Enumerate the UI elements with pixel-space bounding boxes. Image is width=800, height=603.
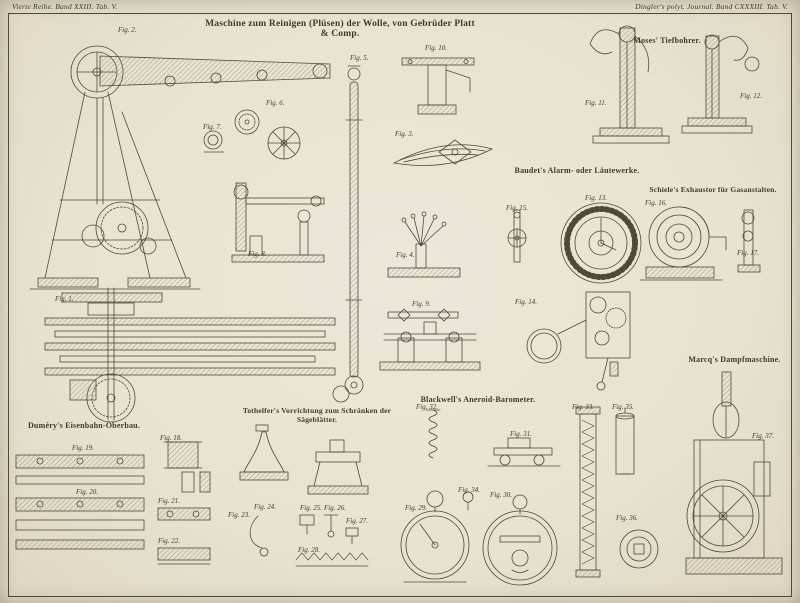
fig-13-drawing bbox=[560, 202, 642, 284]
fig-27-drawing bbox=[345, 527, 359, 545]
fig-1-drawing bbox=[44, 287, 336, 423]
fig-28-drawing bbox=[295, 552, 369, 567]
fig-3-drawing bbox=[392, 139, 494, 166]
fig-9-drawing bbox=[379, 308, 481, 371]
fig-12-label: Fig. 12. bbox=[740, 92, 762, 100]
fig-16-drawing bbox=[639, 206, 727, 281]
fig-25-drawing bbox=[299, 514, 315, 535]
fig-30-drawing bbox=[482, 494, 558, 586]
fig-5-label: Fig. 5. bbox=[350, 54, 369, 62]
section-title-blackwell: Blackwell's Aneroid-Barometer. bbox=[420, 395, 536, 404]
fig-23-label: Fig. 23. bbox=[228, 511, 250, 519]
fig-15-drawing bbox=[507, 209, 527, 263]
fig-17-label: Fig. 17. bbox=[737, 249, 759, 257]
fig-36-drawing bbox=[619, 529, 659, 569]
fig-9-label: Fig. 9. bbox=[412, 300, 431, 308]
fig-24-label: Fig. 24. bbox=[254, 503, 276, 511]
fig-17-drawing bbox=[737, 209, 761, 273]
fig-10-drawing bbox=[401, 57, 475, 115]
fig-30-label: Fig. 30. bbox=[490, 491, 512, 499]
fig-33-drawing bbox=[575, 406, 601, 578]
fig-32-label: Fig. 32. bbox=[416, 403, 438, 411]
section-title-tothelfer: Tothelfer's Vorrichtung zum Schränken de… bbox=[242, 406, 392, 424]
fig-11-drawing bbox=[589, 25, 670, 144]
fig-25-label: Fig. 25. bbox=[300, 504, 322, 512]
fig-32-drawing bbox=[425, 409, 441, 459]
fig-16-label: Fig. 16. bbox=[645, 199, 667, 207]
fig-28-label: Fig. 28. bbox=[298, 546, 320, 554]
fig-31-label: Fig. 31. bbox=[510, 430, 532, 438]
fig-19-drawing bbox=[15, 454, 145, 485]
section-title-baudet: Baudet's Alarm- oder Läutewerke. bbox=[514, 166, 640, 175]
section-title-schiele: Schiele's Exhaustor für Gasanstalten. bbox=[649, 185, 777, 194]
fig-19-label: Fig. 19. bbox=[72, 444, 94, 452]
fig-21-label: Fig. 21. bbox=[158, 497, 180, 505]
fig-2-drawing bbox=[29, 45, 331, 290]
fig-35-drawing bbox=[615, 407, 635, 475]
fig-35-label: Fig. 35. bbox=[612, 403, 634, 411]
fig-13-label: Fig. 13. bbox=[585, 194, 607, 202]
section-title-dumery: Duméry's Eisenbahn-Oberbau. bbox=[27, 421, 141, 430]
fig-29-label: Fig. 29. bbox=[405, 504, 427, 512]
fig-22-drawing bbox=[157, 471, 211, 565]
fig-6-drawing bbox=[234, 109, 301, 160]
section-title-marcq: Marcq's Dampfmaschine. bbox=[688, 355, 781, 364]
fig-20-drawing bbox=[15, 497, 145, 550]
fig-26-drawing bbox=[323, 514, 339, 538]
fig-31-drawing bbox=[487, 437, 561, 467]
fig-29-drawing bbox=[400, 490, 470, 583]
fig-26-label: Fig. 26. bbox=[324, 504, 346, 512]
fig-10-label: Fig. 10. bbox=[425, 44, 447, 52]
fig-36-label: Fig. 36. bbox=[616, 514, 638, 522]
fig-7-label: Fig. 7. bbox=[203, 123, 222, 131]
fig-23-drawing bbox=[239, 424, 289, 481]
header-series: Vierte Reihe. Band XXIII. Tab. V. bbox=[12, 2, 118, 11]
fig-37-drawing bbox=[685, 371, 783, 575]
fig-14-label: Fig. 14. bbox=[515, 298, 537, 306]
fig-34-label: Fig. 34. bbox=[458, 486, 480, 494]
fig-2-label: Fig. 2. bbox=[118, 26, 137, 34]
fig-18-label: Fig. 18. bbox=[160, 434, 182, 442]
fig-11-label: Fig. 11. bbox=[585, 99, 607, 107]
fig-8-drawing bbox=[231, 182, 325, 263]
fig-14-drawing bbox=[526, 291, 631, 391]
header-journal: Dingler's polyt. Journal. Band CXXXIII. … bbox=[635, 2, 788, 11]
section-title-moses: Moses' Tiefbohrer. bbox=[633, 36, 701, 45]
fig-37-label: Fig. 37. bbox=[752, 432, 774, 440]
fig-5-drawing bbox=[332, 65, 364, 403]
fig-6-label: Fig. 6. bbox=[266, 99, 285, 107]
fig-3-label: Fig. 3. bbox=[395, 130, 414, 138]
fig-22-label: Fig. 22. bbox=[158, 537, 180, 545]
fig-12-drawing bbox=[681, 34, 760, 134]
plate-title: Maschine zum Reinigen (Plüsen) der Wolle… bbox=[205, 19, 475, 39]
fig-18-drawing bbox=[163, 441, 203, 469]
fig-20-label: Fig. 20. bbox=[76, 488, 98, 496]
fig-1-label: Fig. 1. bbox=[55, 295, 74, 303]
fig-33-label: Fig. 33. bbox=[572, 403, 594, 411]
fig-21-drawing bbox=[157, 507, 211, 521]
fig-27-label: Fig. 27. bbox=[346, 517, 368, 525]
fig-24-drawing bbox=[249, 439, 369, 557]
fig-4-label: Fig. 4. bbox=[396, 251, 415, 259]
fig-4-drawing bbox=[387, 211, 461, 278]
fig-8-label: Fig. 8. bbox=[248, 250, 267, 258]
fig-15-label: Fig. 15. bbox=[506, 204, 528, 212]
fig-7-drawing bbox=[203, 130, 225, 153]
fig-34-drawing bbox=[462, 491, 474, 511]
